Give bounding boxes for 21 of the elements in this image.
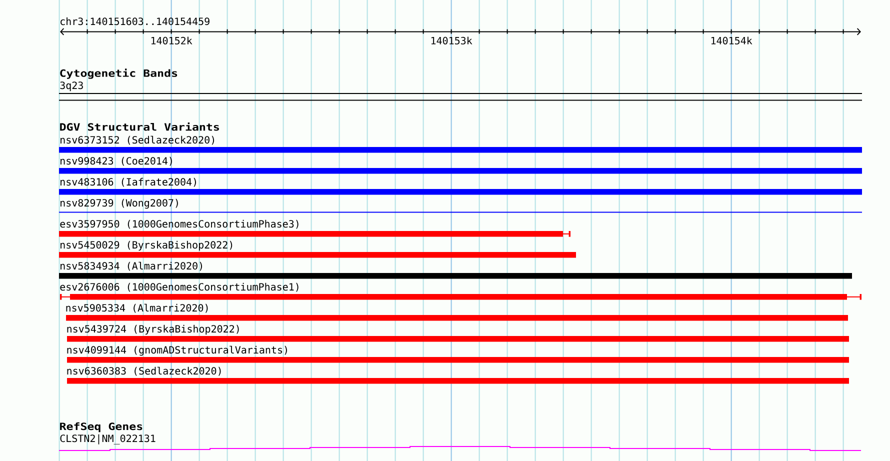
tick-label: 140152k [151, 36, 192, 44]
feature-label: nsv6360383 (Sedlazeck2020) [67, 366, 221, 376]
track-heading: DGV Structural Variants [60, 122, 219, 131]
feature-label: esv2676006 (1000GenomesConsortiumPhase1) [60, 282, 298, 292]
coordinate-label: chr3:140151603..140154459 [60, 17, 210, 26]
feature-label: nsv5439724 (ByrskaBishop2022) [67, 324, 239, 335]
track-heading: Cytogenetic Bands [60, 68, 178, 79]
gene-label: CLSTN2|NM_022131 [60, 434, 156, 444]
feature-label: nsv6373152 (Sedlazeck2020) [60, 136, 214, 145]
feature-label: nsv5834934 (Almarri2020) [60, 262, 202, 271]
feature-label: nsv483106 (Iafrate2004) [60, 178, 196, 187]
feature-label: nsv4099144 (gnomADStructuralVariants) [67, 346, 287, 356]
feature-label: esv3597950 (1000GenomesConsortiumPhase3) [60, 220, 298, 229]
feature-label: nsv5905334 (Almarri2020) [66, 304, 208, 313]
track-heading: RefSeq Genes [60, 422, 142, 432]
tick-label: 140154k [711, 36, 752, 44]
band-label: 3q23 [60, 82, 83, 92]
tick-label: 140153k [431, 36, 472, 44]
feature-label: nsv5450029 (ByrskaBishop2022) [60, 240, 232, 251]
feature-label: nsv829739 (Wong2007) [60, 198, 178, 209]
feature-label: nsv998423 (Coe2014) [60, 156, 172, 166]
